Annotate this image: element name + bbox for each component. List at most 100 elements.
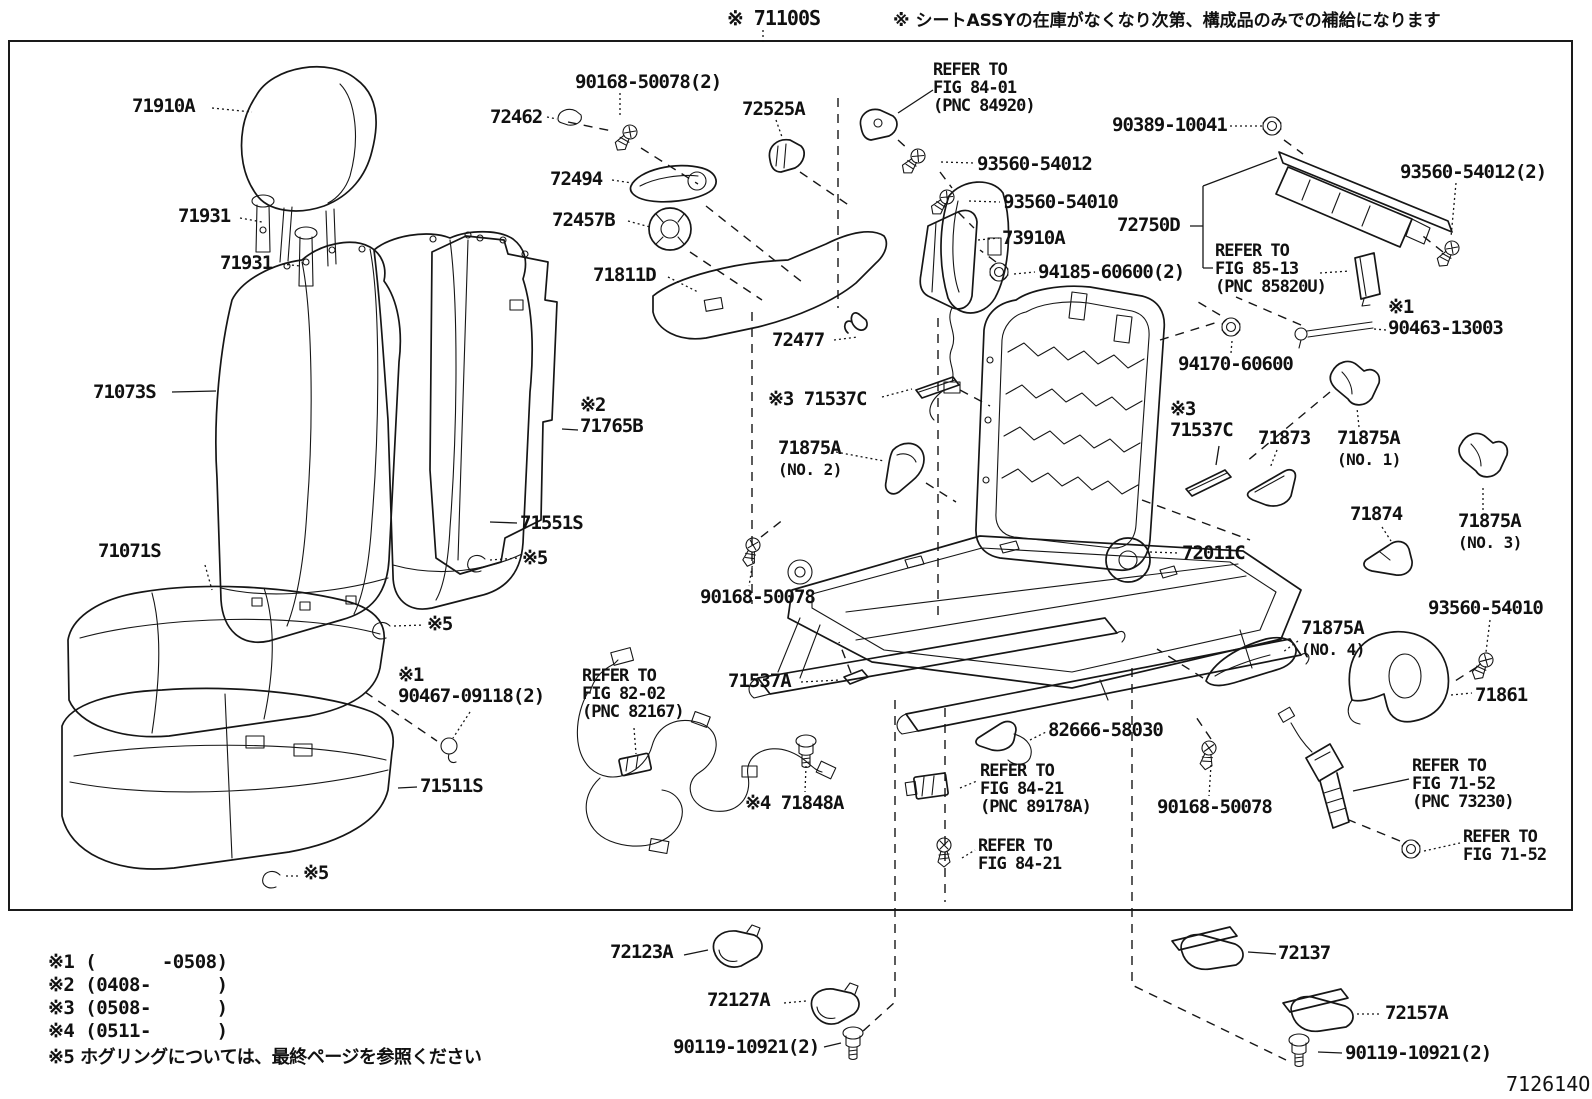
seatback-frame-drawing [975, 285, 1166, 571]
part-label-82666-58030: 82666-58030 [1048, 719, 1164, 741]
part-label-71931-upper: 71931 [178, 205, 231, 227]
cushion-frame-drawing [748, 535, 1310, 735]
screw-93560-54010-lower-icon [1468, 649, 1497, 684]
seatback-board-drawing [429, 234, 558, 575]
recliner-cover-drawings [557, 108, 1010, 340]
part-label-90119-10921-left: 90119-10921(2) [673, 1036, 820, 1058]
bracket-72750D-drawing [1275, 151, 1453, 248]
part-label-93560-54012-2: 93560-54012(2) [1400, 161, 1547, 183]
assembly-dashed-lines [364, 98, 1478, 1061]
part-label-71873: 71873 [1258, 427, 1311, 449]
part-label-72457B: 72457B [552, 209, 616, 231]
nut-90389-10041-icon [1262, 116, 1282, 136]
part-label-hogring-mark-1: ※5 [522, 547, 548, 569]
stock-note: ※ シートASSYの在庫がなくなり次第、構成品のみでの補給になります [893, 11, 1441, 31]
part-label-71875A-no2: 71875A(NO. 2) [778, 437, 842, 480]
part-label-90168-50078-rail: 90168-50078 [1157, 796, 1273, 818]
seatback-cover-drawing [215, 241, 402, 643]
seatback-pad-drawing [373, 230, 534, 610]
bolt-90119-right-icon [1288, 1033, 1310, 1068]
legend-item-※5: ※5 ホグリングについては、最終ページを参照ください [48, 1046, 482, 1068]
part-label-71931-lower: 71931 [220, 252, 273, 274]
part-label-72525A: 72525A [742, 98, 806, 120]
part-label-73910A: 73910A [1002, 227, 1066, 249]
part-label-72494: 72494 [550, 168, 603, 190]
belt-guide-71861-drawing [1347, 630, 1450, 725]
part-label-71551S: 71551S [520, 512, 584, 534]
part-label-72750D: 72750D [1117, 214, 1181, 236]
part-label-72123A: 72123A [610, 941, 674, 963]
part-label-71848A: ※4 71848A [745, 792, 844, 814]
part-label-93560-54012: 93560-54012 [977, 153, 1093, 175]
part-label-71910A: 71910A [132, 95, 196, 117]
part-label-72462: 72462 [490, 106, 543, 128]
part-label-94185-60600: 94185-60600(2) [1038, 261, 1185, 283]
assembly-code: ※ 71100S [727, 6, 821, 30]
screw-90168-50078-head-icon [611, 121, 641, 155]
legend-item-※4: ※4 (0511- ) [48, 1020, 228, 1042]
part-label-71875A-no3: 71875A(NO. 3) [1458, 510, 1522, 553]
rod-90463-drawing [1294, 321, 1374, 349]
legend-item-※3: ※3 (0508- ) [48, 997, 228, 1019]
diagram-border [8, 40, 1573, 911]
screw-fig-84-21-icon [936, 837, 952, 868]
seatbelt-buckle-drawing [1277, 706, 1350, 829]
document-number: 712614O [1506, 1072, 1591, 1096]
screw-93560-54012-2-icon [1433, 237, 1463, 271]
nut-94170-60600-icon [1221, 317, 1241, 337]
legend-item-※2: ※2 (0408- ) [48, 974, 228, 996]
part-label-71875A-no1: 71875A(NO. 1) [1337, 427, 1401, 470]
bottom-cover-drawings [712, 924, 1354, 1033]
part-label-90119-10921-right: 90119-10921(2) [1345, 1042, 1492, 1064]
part-label-94170-60600: 94170-60600 [1178, 353, 1294, 375]
part-label-93560-54010-lower: 93560-54010 [1428, 597, 1544, 619]
part-label-hogring-mark-2: ※5 [427, 613, 453, 635]
bolt-71848A-icon [795, 734, 817, 769]
part-label-72137: 72137 [1278, 942, 1331, 964]
part-label-72477: 72477 [772, 329, 825, 351]
hogring-hook-icons [262, 554, 486, 889]
cushion-pad-drawing [61, 687, 394, 870]
bolt-90119-left-icon [842, 1026, 864, 1061]
screw-90168-50078-frame-icon [739, 535, 763, 569]
part-label-90168-50078-head: 90168-50078(2) [575, 71, 722, 93]
part-label-71875A-no4: 71875A(NO. 4) [1301, 617, 1365, 660]
box-85-13-drawing [1354, 252, 1381, 307]
part-label-71861: 71861 [1475, 684, 1528, 706]
part-label-71537C-left: ※3 71537C [768, 388, 867, 410]
part-label-72127A: 72127A [707, 989, 771, 1011]
part-label-71073S: 71073S [93, 381, 157, 403]
part-label-90389-10041: 90389-10041 [1112, 114, 1228, 136]
airbag-module-drawing [919, 209, 978, 421]
cushion-cover-drawing [67, 585, 385, 738]
screw-90168-50078-rail-icon [1197, 739, 1218, 772]
legend: ※1 ( -0508)※2 (0408- )※3 (0508- )※4 (051… [48, 951, 482, 1068]
part-label-72011C: 72011C [1182, 542, 1246, 564]
part-label-71537A: 71537A [728, 670, 792, 692]
wire-harness-drawing [576, 647, 837, 855]
screw-93560-54012-icon [897, 145, 929, 178]
legend-item-※1: ※1 ( -0508) [48, 951, 228, 973]
part-label-93560-54010-upper: 93560-54010 [1003, 191, 1119, 213]
trim-parts-drawings [440, 360, 1509, 800]
nut-fig-71-52-icon [1401, 839, 1421, 859]
part-label-90168-50078-frame: 90168-50078 [700, 586, 816, 608]
part-label-hogring-mark-3: ※5 [303, 862, 329, 884]
part-label-71511S: 71511S [420, 775, 484, 797]
leader-lines [171, 89, 1491, 1054]
headrest-drawing [240, 66, 377, 267]
part-label-71811D: 71811D [593, 264, 657, 286]
part-label-71071S: 71071S [98, 540, 162, 562]
